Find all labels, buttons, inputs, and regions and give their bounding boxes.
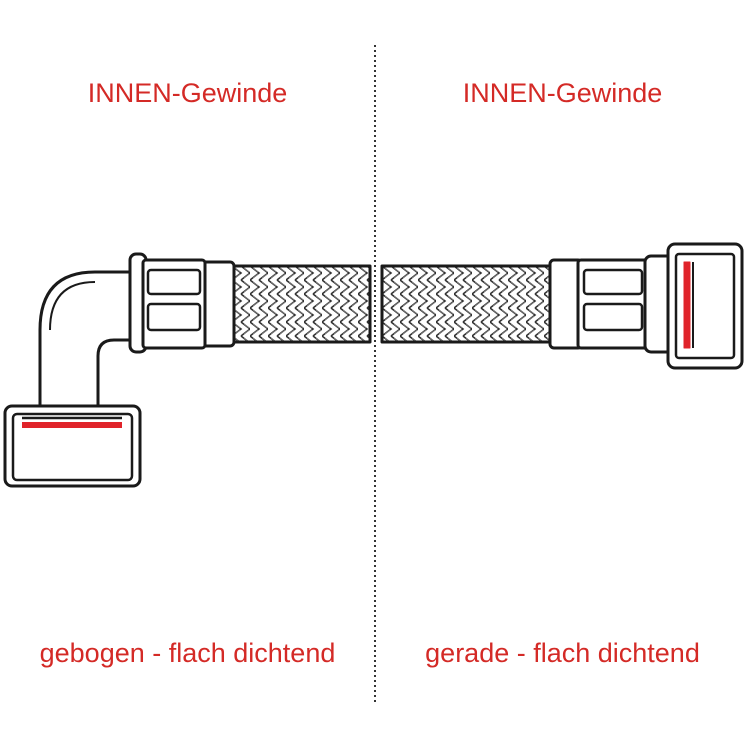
left-shape-label: gebogen - flach dichtend	[39, 638, 336, 668]
braided-hose-right	[380, 264, 556, 344]
straight-hose-fitting-icon	[380, 242, 744, 370]
elbow-pipe	[38, 270, 137, 422]
elbow-hose-fitting-icon	[3, 252, 372, 488]
right-thread-label: INNEN-Gewinde	[462, 78, 663, 108]
flat-seal-right	[683, 261, 691, 349]
braided-hose-left	[230, 264, 372, 344]
right-shape-label: gerade - flach dichtend	[425, 638, 700, 668]
left-thread-label: INNEN-Gewinde	[87, 78, 288, 108]
